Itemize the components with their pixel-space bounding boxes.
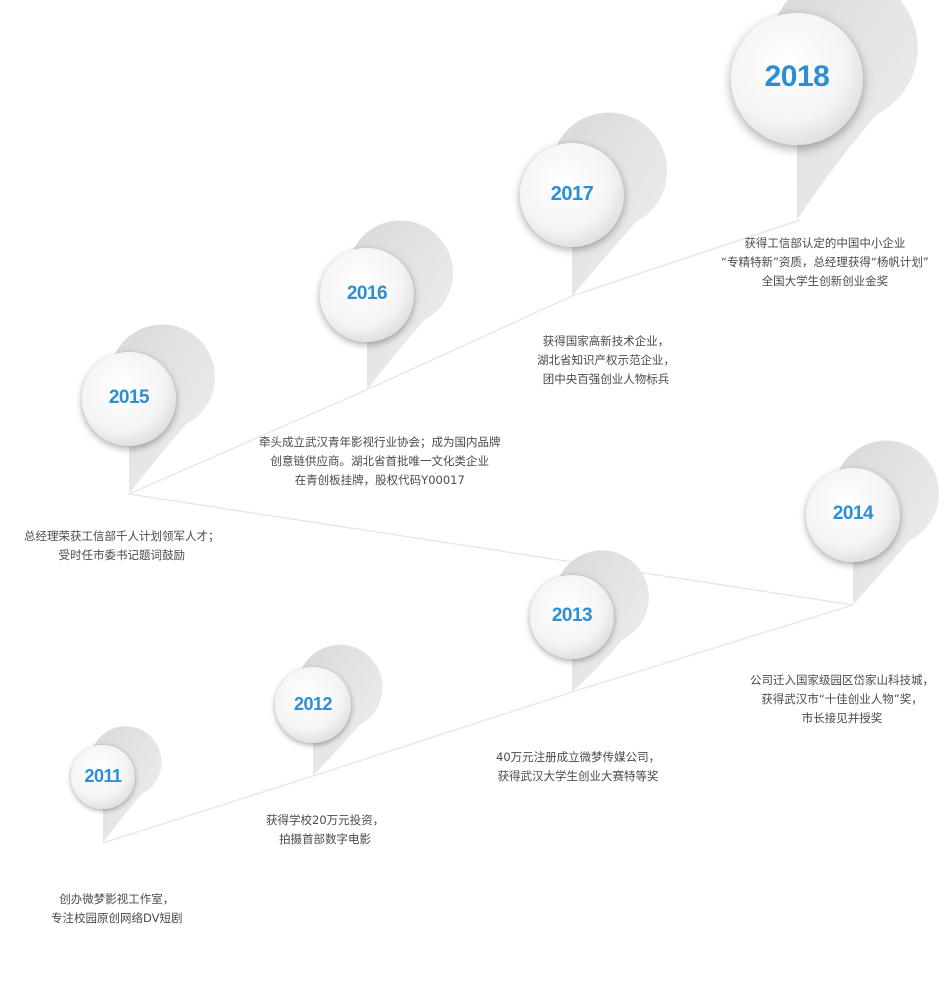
description-line: 40万元注册成立微梦传媒公司，: [496, 750, 661, 764]
description-line: 湖北省知识产权示范企业，: [537, 353, 675, 367]
description-line: 全国大学生创新创业金奖: [761, 274, 889, 288]
milestone-description-2012: 获得学校20万元投资， 拍摄首部数字电影: [266, 811, 384, 849]
description-line: 拍摄首部数字电影: [279, 832, 372, 846]
description-line: 市长接见并授奖: [801, 711, 883, 725]
pin-shape: [731, 0, 918, 220]
milestone-description-2018: 获得工信部认定的中国中小企业 “专精特新”资质，总经理获得“杨帆计划” 全国大学生创…: [721, 234, 929, 291]
description-line: 获得武汉大学生创业大赛特等奖: [497, 769, 659, 783]
year-label: 2011: [84, 765, 122, 786]
year-circle: [275, 667, 351, 743]
milestone-description-2017: 获得国家高新技术企业， 湖北省知识产权示范企业， 团中央百强创业人物标兵: [537, 332, 675, 389]
pin-shape: [275, 644, 383, 776]
pin-shape: [806, 440, 940, 605]
milestone-marker-2013: 2013: [492, 537, 652, 730]
year-circle: [82, 352, 176, 446]
description-line: 创办微梦影视工作室，: [59, 892, 175, 906]
year-label: 2017: [550, 182, 594, 205]
description-line: 团中央百强创业人物标兵: [542, 372, 670, 386]
pin-shape: [71, 726, 162, 843]
description-line: 获得武汉市“十佳创业人物”奖，: [761, 692, 923, 706]
milestone-marker-2017: 2017: [473, 96, 671, 343]
milestone-marker-2016: 2016: [278, 206, 456, 432]
year-label: 2018: [764, 60, 830, 94]
pin-shape: [320, 220, 454, 390]
description-line: 获得学校20万元投资，: [266, 813, 385, 827]
description-line: 牵头成立武汉青年影视行业协会；成为国内品牌: [259, 435, 501, 449]
milestone-description-2015: 总经理荣获工信部千人计划领军人才； 受时任市委书记题词鼓励: [24, 527, 220, 565]
year-circle: [520, 143, 624, 247]
milestone-marker-2015: 2015: [40, 310, 218, 536]
description-line: 公司迁入国家级园区岱家山科技城，: [750, 673, 934, 687]
pin-shape: [520, 112, 668, 297]
milestone-description-2011: 创办微梦影视工作室， 专注校园原创网络DV短剧: [51, 890, 183, 928]
year-circle: [806, 468, 900, 562]
year-label: 2013: [551, 605, 593, 627]
year-circle: [530, 575, 614, 659]
year-label: 2014: [832, 503, 874, 525]
description-line: 总经理荣获工信部千人计划领军人才；: [24, 529, 220, 543]
milestone-marker-2012: 2012: [241, 633, 385, 810]
description-line: “专精特新”资质，总经理获得“杨帆计划”: [721, 255, 929, 269]
description-line: 创意链供应商。湖北省首批唯一文化类企业: [270, 454, 490, 468]
year-circle: [320, 248, 414, 342]
milestone-marker-2014: 2014: [764, 426, 942, 647]
pin-shape: [82, 324, 216, 494]
description-line: 获得工信部认定的中国中小企业: [744, 236, 906, 250]
milestone-marker-2018: 2018: [672, 0, 922, 279]
description-line: 受时任市委书记题词鼓励: [58, 548, 186, 562]
milestone-marker-2011: 2011: [42, 716, 164, 872]
year-label: 2012: [293, 693, 333, 714]
description-line: 在青创板挂牌，股权代码Y00017: [294, 473, 465, 487]
year-label: 2015: [108, 387, 150, 409]
year-circle: [731, 13, 863, 145]
year-circle: [71, 745, 135, 809]
milestone-description-2016: 牵头成立武汉青年影视行业协会；成为国内品牌创意链供应商。湖北省首批唯一文化类企业…: [259, 433, 501, 490]
description-line: 获得国家高新技术企业，: [542, 334, 670, 348]
milestone-description-2014: 公司迁入国家级园区岱家山科技城， 获得武汉市“十佳创业人物”奖， 市长接见并授奖: [750, 671, 934, 728]
description-line: 专注校园原创网络DV短剧: [51, 911, 183, 925]
milestone-description-2013: 40万元注册成立微梦传媒公司， 获得武汉大学生创业大赛特等奖: [496, 748, 660, 786]
year-label: 2016: [346, 283, 388, 305]
pin-shape: [530, 550, 649, 692]
